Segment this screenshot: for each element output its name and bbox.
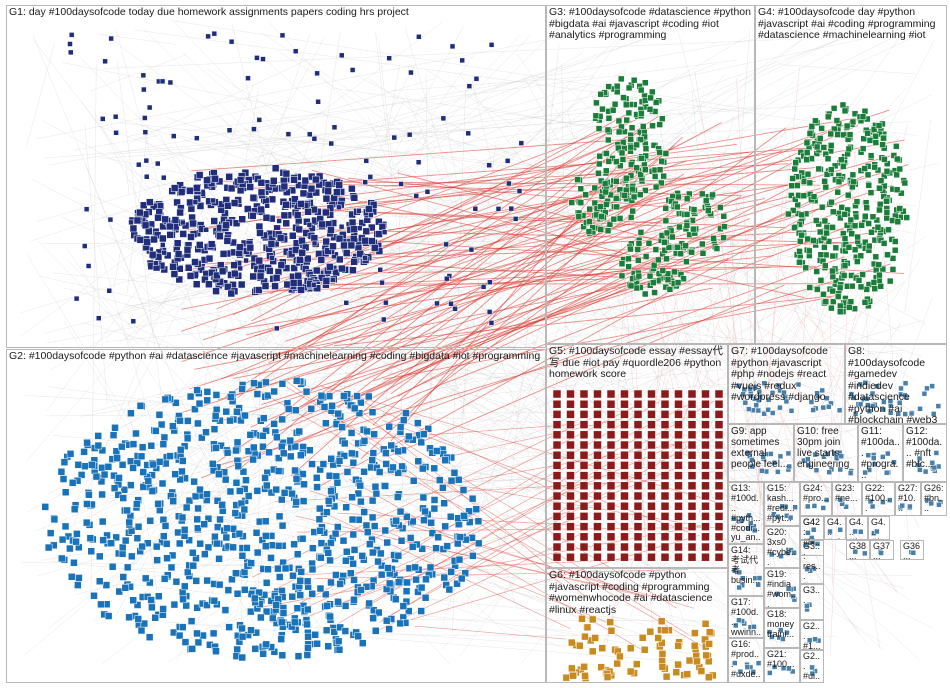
group-label: G15: kash... #redi... #pyt...	[767, 484, 797, 524]
group-box-g20: G20: 3xs0 #cybe...	[764, 526, 800, 568]
group-box-g21: G21: #100...	[764, 648, 800, 683]
group-box-g10: G10: free 30pm join live starts engineer…	[794, 424, 858, 482]
group-box-g22: G22: #100...	[862, 482, 895, 516]
group-label: G22: #100...	[865, 484, 892, 514]
group-box-g1: G1: day #100daysofcode today due homewor…	[6, 5, 546, 348]
group-label: G4... #nf...	[827, 518, 843, 540]
group-label: G10: free 30pm join live starts engineer…	[797, 426, 855, 470]
group-box-g2y: G2... #ui...	[800, 650, 824, 683]
group-box-g24: G24: #pro...	[800, 482, 832, 516]
group-label: G3: #100daysofcode #datascience #python …	[549, 7, 752, 42]
group-label: G21: #100...	[767, 650, 797, 670]
group-box-g2x: G2... #1...	[800, 620, 824, 650]
group-label: G2... #1...	[803, 622, 821, 650]
group-label: G4: #100daysofcode day #python #javascri…	[758, 7, 944, 42]
group-label: G26: #bn...	[924, 484, 944, 514]
group-box-g12: G12: #100da... #nft #btc...	[903, 424, 947, 482]
group-label: G6: #100daysofcode #python #javascript #…	[549, 570, 725, 616]
group-box-g3y: G3...	[800, 584, 824, 620]
group-label: G20: 3xs0 #cybe...	[767, 528, 797, 568]
group-label: G38...	[849, 542, 867, 560]
group-box-g3x: G3... res... #w...	[800, 540, 824, 584]
group-box-g40: G4... #1...	[868, 516, 890, 540]
group-box-g13: G13: #100d... #pyth... #codi... yu_an...	[728, 482, 764, 544]
group-box-g9: G9: app sometimes external people feel..…	[728, 424, 794, 482]
group-label: G5: #100daysofcode essay #essay代写 due #i…	[549, 346, 725, 381]
group-box-g38: G38...	[846, 540, 870, 560]
group-box-g2: G2: #100daysofcode #python #ai #datascie…	[6, 349, 546, 683]
group-box-g36: G36...	[900, 540, 924, 560]
group-label: G24: #pro...	[803, 484, 829, 504]
group-label: G18: money traini...	[767, 610, 797, 640]
group-label: G12: #100da... #nft #btc...	[906, 426, 944, 470]
group-box-g43: G4... #nf...	[824, 516, 846, 540]
group-label: G7: #100daysofcode #python #javascript #…	[731, 346, 842, 404]
group-box-g6: G6: #100daysofcode #python #javascript #…	[546, 568, 728, 683]
group-label: G17: #100d... wwinn...	[731, 598, 761, 638]
group-label: G4... #1...	[849, 518, 865, 540]
group-label: G3...	[803, 586, 821, 606]
group-label: G27: #10...	[898, 484, 918, 514]
group-label: G1: day #100daysofcode today due homewor…	[9, 7, 543, 19]
group-label: G4... #1...	[871, 518, 887, 540]
group-box-g41: G4... #1...	[846, 516, 868, 540]
group-box-g18: G18: money traini...	[764, 608, 800, 648]
group-label: G2... #ui...	[803, 652, 821, 683]
group-box-g7: G7: #100daysofcode #python #javascript #…	[728, 344, 845, 424]
group-label: G9: app sometimes external people feel..…	[731, 426, 791, 470]
group-label: G3... res... #w...	[803, 542, 821, 584]
group-box-g37: G37...	[870, 540, 894, 560]
group-label: G14: 考试代考 busin...	[731, 546, 761, 586]
group-box-g4: G4: #100daysofcode day #python #javascri…	[755, 5, 947, 344]
group-box-g17: G17: #100d... wwinn...	[728, 596, 764, 638]
group-box-g8: G8: #100daysofcode #gamedev #indiedev #d…	[845, 344, 947, 424]
group-label: G16: #prod... #uxde...	[731, 640, 761, 683]
group-label: G11: #100da... #progra... #coding...	[861, 426, 900, 482]
group-label: G23: #ne...	[835, 484, 859, 504]
group-box-g16: G16: #prod... #uxde...	[728, 638, 764, 683]
group-box-g14: G14: 考试代考 busin...	[728, 544, 764, 596]
group-box-g19: G19: #india #wom...	[764, 568, 800, 608]
group-box-g11: G11: #100da... #progra... #coding...	[858, 424, 903, 482]
group-box-g23: G23: #ne...	[832, 482, 862, 516]
group-label: G37...	[873, 542, 891, 560]
group-label: G36...	[903, 542, 921, 560]
group-box-g5: G5: #100daysofcode essay #essay代写 due #i…	[546, 344, 728, 568]
group-label: G19: #india #wom...	[767, 570, 797, 608]
group-label: G2: #100daysofcode #python #ai #datascie…	[9, 351, 543, 363]
group-box-g3: G3: #100daysofcode #datascience #python …	[546, 5, 755, 344]
group-box-g26: G26: #bn...	[921, 482, 947, 516]
group-box-g15: G15: kash... #redi... #pyt...	[764, 482, 800, 526]
group-label: G8: #100daysofcode #gamedev #indiedev #d…	[848, 346, 944, 424]
group-box-g27: G27: #10...	[895, 482, 921, 516]
group-label: G13: #100d... #pyth... #codi... yu_an...	[731, 484, 761, 544]
